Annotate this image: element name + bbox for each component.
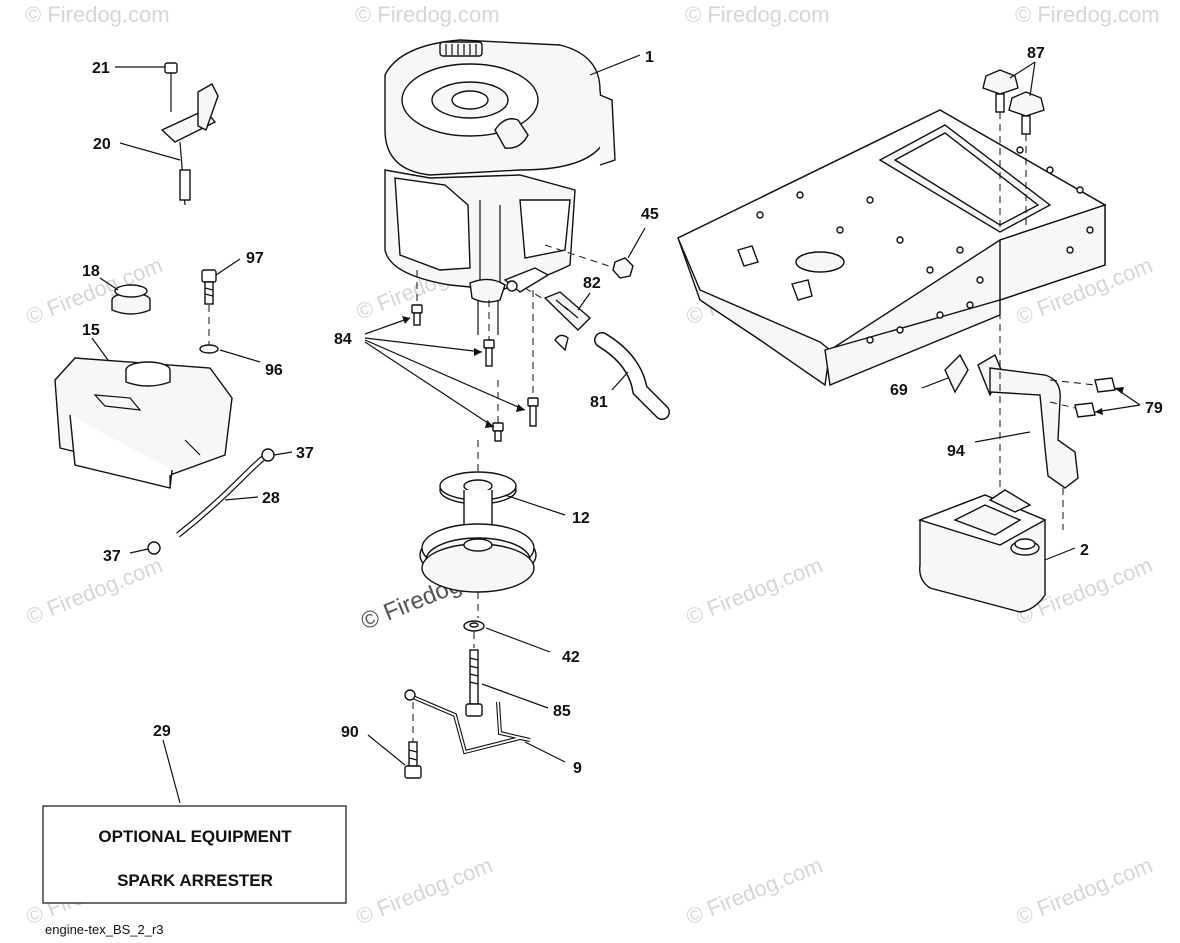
leader-96 — [219, 349, 261, 363]
watermark: © Firedog.com — [685, 2, 830, 27]
callout-97: 97 — [246, 250, 264, 267]
callout-37-bottom: 37 — [103, 548, 121, 565]
spark-arrester-label: SPARK ARRESTER — [117, 871, 273, 890]
leader-12 — [504, 494, 566, 516]
callout-84: 84 — [334, 331, 352, 348]
leader-28 — [224, 496, 259, 501]
leader-69 — [921, 377, 949, 389]
callout-90: 90 — [341, 724, 359, 741]
leader-87a — [1009, 61, 1036, 79]
callout-28: 28 — [262, 490, 280, 507]
wire-bracket-drawing — [404, 689, 531, 755]
fuel-cap-drawing — [111, 284, 151, 315]
callout-69: 69 — [890, 382, 908, 399]
leader-42 — [485, 627, 551, 653]
leader-94 — [974, 431, 1031, 443]
fuel-filter-drawing — [524, 287, 670, 420]
washer-bolt-drawing — [463, 620, 485, 717]
callout-21: 21 — [92, 60, 110, 77]
callout-2: 2 — [1080, 542, 1089, 559]
engine-bolts-drawing — [411, 270, 539, 442]
leader-2 — [1044, 547, 1076, 561]
callout-79: 79 — [1145, 400, 1163, 417]
callout-20: 20 — [93, 136, 111, 153]
callout-82: 82 — [583, 275, 601, 292]
callout-81: 81 — [590, 394, 608, 411]
optional-equipment-box — [42, 805, 347, 904]
callout-labels: 1 2 9 12 15 18 20 21 28 29 37 37 42 45 6… — [82, 45, 1163, 777]
engine-drawing — [384, 39, 616, 335]
leader-90 — [367, 734, 406, 766]
muffler-drawing — [917, 489, 1047, 613]
callout-1: 1 — [645, 49, 654, 66]
callout-85: 85 — [553, 703, 571, 720]
leader-84c — [364, 339, 526, 411]
callout-9: 9 — [573, 760, 582, 777]
bolt-97-drawing — [199, 269, 219, 354]
callout-15: 15 — [82, 322, 100, 339]
fuel-tank-drawing — [54, 357, 233, 489]
callout-12: 12 — [572, 510, 590, 527]
leader-20 — [119, 142, 181, 161]
callout-94: 94 — [947, 443, 965, 460]
throttle-control-drawing — [160, 62, 219, 206]
leader-84d — [364, 341, 495, 428]
optional-equipment-label: OPTIONAL EQUIPMENT — [98, 827, 292, 846]
leader-87b — [1029, 61, 1036, 97]
watermark: © Firedog.com — [1015, 2, 1160, 27]
chassis-frame-drawing — [677, 109, 1107, 387]
callout-42: 42 — [562, 649, 580, 666]
watermark: © Firedog.com — [683, 552, 826, 629]
watermark: © Firedog.com — [1013, 852, 1156, 929]
leader-29 — [162, 739, 181, 804]
leader-1 — [589, 54, 641, 76]
fuel-line-drawing — [147, 448, 275, 555]
screws-87-drawing — [982, 69, 1045, 230]
callout-37-top: 37 — [296, 445, 314, 462]
leader-85 — [481, 683, 549, 709]
leader-18 — [99, 277, 119, 291]
watermark: © Firedog.com — [23, 552, 166, 629]
leader-84a — [364, 317, 411, 335]
callout-45: 45 — [641, 206, 659, 223]
diagram-code: engine-tex_BS_2_r3 — [45, 922, 164, 937]
leader-37-top — [273, 451, 293, 456]
leader-15 — [91, 337, 109, 361]
watermark: © Firedog.com — [25, 2, 170, 27]
leader-97 — [215, 258, 241, 276]
bolt-90-drawing — [404, 702, 422, 779]
watermark: © Firedog.com — [683, 852, 826, 929]
leader-79b — [1094, 404, 1141, 413]
nut-45-drawing — [544, 244, 634, 279]
pulley-drawing — [419, 440, 537, 618]
callout-96: 96 — [265, 362, 283, 379]
watermark: © Firedog.com — [353, 852, 496, 929]
exhaust-pipe-drawing — [944, 300, 1116, 530]
callout-87: 87 — [1027, 45, 1045, 62]
callout-29: 29 — [153, 723, 171, 740]
leader-9 — [524, 741, 566, 763]
watermark: © Firedog.com — [355, 2, 500, 27]
leader-82 — [577, 292, 591, 311]
leader-81 — [611, 371, 629, 391]
callout-18: 18 — [82, 263, 100, 280]
leader-45 — [627, 227, 646, 259]
arrowheads — [402, 316, 1124, 428]
leader-37-bottom — [129, 548, 149, 554]
leader-84b — [364, 337, 483, 353]
